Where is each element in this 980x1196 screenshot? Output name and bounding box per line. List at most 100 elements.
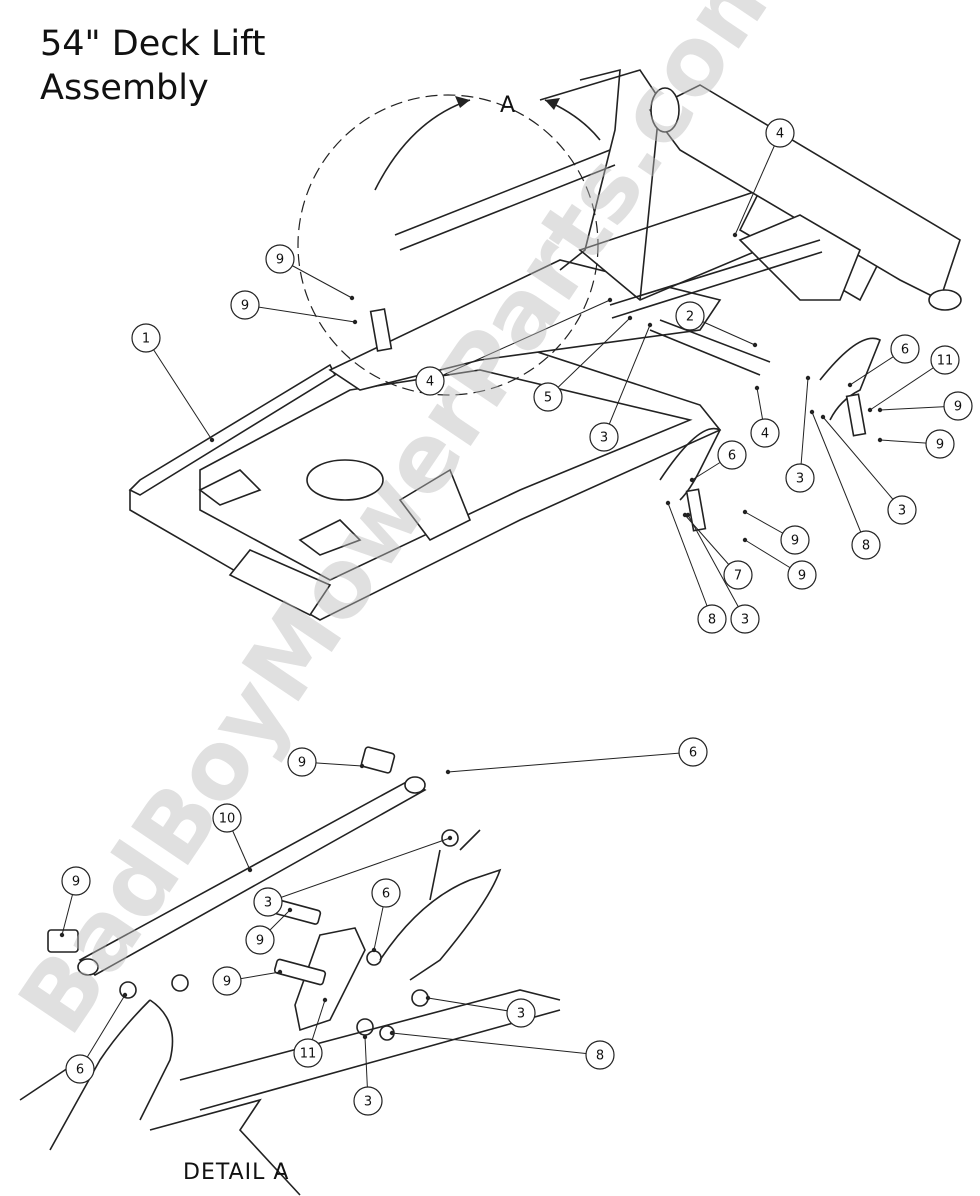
leader-line: [734, 132, 781, 236]
callout-circle: [675, 301, 705, 331]
callout-number: 9: [954, 400, 962, 415]
callout-number: 9: [256, 934, 264, 949]
callout-number: 9: [936, 438, 944, 453]
callout-number: 9: [241, 299, 249, 314]
callout-circle: [890, 334, 920, 364]
callout-circle: [723, 560, 753, 590]
callout-circle: [131, 323, 161, 353]
detail-callout-3: 3: [425, 995, 536, 1028]
callout-number: 3: [600, 431, 608, 446]
leader-line: [427, 997, 522, 1014]
deck-lift-frame: A: [128, 68, 962, 621]
leader-arrow-icon: [389, 1030, 395, 1036]
leader-line: [447, 751, 694, 773]
leader-arrow-icon: [122, 992, 128, 998]
leader-line: [799, 377, 809, 479]
main-callout-9: 9: [742, 509, 810, 555]
detail-callout-6: 6: [65, 992, 128, 1084]
callout-circle: [730, 604, 760, 634]
main-callout-8: 8: [809, 409, 881, 560]
main-callout-2: 2: [675, 301, 758, 348]
callout-number: 9: [298, 756, 306, 771]
leader-line: [267, 837, 451, 903]
title-line-2: Assembly: [40, 68, 209, 108]
callout-circle: [212, 966, 242, 996]
main-callout-7: 7: [682, 512, 753, 590]
leader-arrow-icon: [809, 409, 815, 415]
callout-number: 6: [901, 343, 909, 358]
main-callout-3: 3: [685, 512, 760, 634]
main-callout-6: 6: [689, 440, 747, 483]
callout-number: 6: [382, 887, 390, 902]
leader-line: [244, 304, 356, 323]
callout-circle: [265, 244, 295, 274]
leader-arrow-icon: [877, 437, 883, 443]
main-callout-5: 5: [533, 315, 633, 412]
main-callout-9: 9: [265, 244, 355, 301]
callout-number: 4: [761, 427, 769, 442]
leader-arrow-icon: [59, 932, 65, 938]
callout-circle: [61, 866, 91, 896]
detail-callout-8: 8: [389, 1030, 615, 1070]
callout-number: 4: [426, 375, 434, 390]
callout-number: 7: [734, 569, 742, 584]
callout-number: 6: [689, 746, 697, 761]
callout-number: 9: [223, 975, 231, 990]
main-callout-8: 8: [665, 500, 727, 634]
callout-number: 9: [798, 569, 806, 584]
callout-number: 6: [728, 449, 736, 464]
callout-circle: [585, 1040, 615, 1070]
leader-line: [869, 359, 946, 411]
leader-arrow-icon: [752, 342, 758, 348]
leader-arrow-icon: [277, 969, 283, 975]
leader-line: [429, 299, 611, 382]
main-callout-3: 3: [820, 414, 917, 525]
callout-number: 11: [937, 354, 954, 369]
view-a-marker: A: [500, 93, 515, 118]
callout-number: 8: [596, 1049, 604, 1064]
callout-circle: [212, 803, 242, 833]
leader-arrow-icon: [689, 477, 695, 483]
leader-arrow-icon: [425, 995, 431, 1001]
leader-arrow-icon: [447, 835, 453, 841]
leader-line: [603, 324, 651, 438]
leader-line: [391, 1032, 601, 1056]
callout-number: 9: [276, 253, 284, 268]
callout-circle: [887, 495, 917, 525]
page-title: 54" Deck Lift Assembly: [40, 22, 266, 110]
leader-line: [667, 502, 713, 620]
callout-circle: [415, 366, 445, 396]
leader-arrow-icon: [371, 947, 377, 953]
leader-arrow-icon: [805, 375, 811, 381]
callout-number: 9: [72, 875, 80, 890]
leader-arrow-icon: [732, 232, 738, 238]
main-callout-9: 9: [877, 391, 973, 421]
callout-circle: [506, 998, 536, 1028]
callout-number: 8: [708, 613, 716, 628]
title-line-1: 54" Deck Lift: [40, 24, 266, 64]
main-callout-3: 3: [589, 322, 653, 452]
main-callout-1: 1: [131, 323, 215, 443]
callout-circle: [293, 1038, 323, 1068]
leader-arrow-icon: [742, 537, 748, 543]
callout-number: 1: [142, 332, 150, 347]
leader-arrow-icon: [607, 297, 613, 303]
callout-circle: [533, 382, 563, 412]
main-callout-9: 9: [230, 290, 358, 325]
leader-arrow-icon: [647, 322, 653, 328]
main-callout-3: 3: [785, 375, 815, 493]
main-callout-6: 6: [847, 334, 920, 388]
leader-arrow-icon: [665, 500, 671, 506]
callout-number: 11: [300, 1047, 317, 1062]
detail-callout-3: 3: [253, 835, 453, 917]
leader-arrow-icon: [362, 1034, 368, 1040]
detail-callout-9: 9: [245, 907, 293, 955]
detail-callout-9: 9: [212, 966, 283, 996]
callout-circle: [851, 530, 881, 560]
leader-arrow-icon: [247, 867, 253, 873]
main-callout-4: 4: [732, 118, 795, 238]
leader-arrow-icon: [877, 407, 883, 413]
detail-callout-10: 10: [212, 803, 253, 873]
